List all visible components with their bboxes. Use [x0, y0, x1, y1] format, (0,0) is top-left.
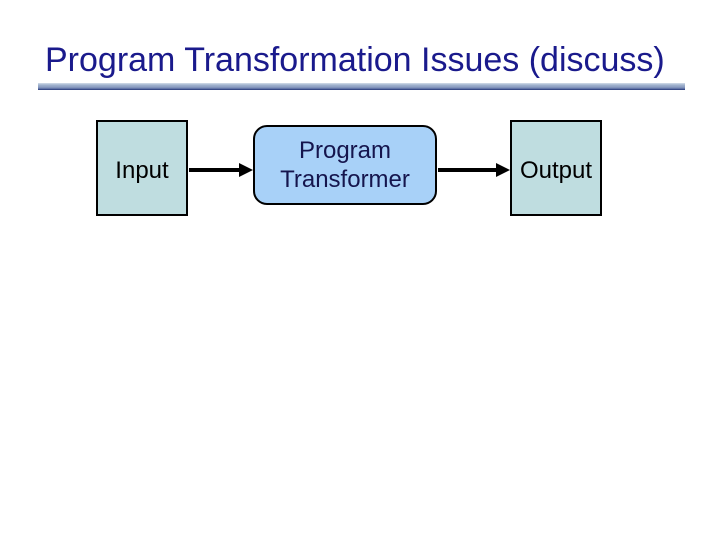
arrow-shaft: [189, 168, 241, 172]
arrow-head-icon: [239, 163, 253, 177]
arrow-input-to-transformer: [189, 163, 253, 177]
input-box: Input: [96, 120, 188, 216]
arrow-head-icon: [496, 163, 510, 177]
title-underline-rule: [38, 83, 685, 90]
output-box-label: Output: [519, 157, 593, 184]
output-box: Output: [510, 120, 602, 216]
program-transformer-box: Program Transformer: [253, 125, 437, 205]
arrow-transformer-to-output: [438, 163, 510, 177]
program-transformer-label-line2: Transformer: [280, 166, 410, 193]
arrow-shaft: [438, 168, 498, 172]
program-transformer-label-line1: Program: [298, 137, 392, 164]
input-box-label: Input: [115, 157, 169, 184]
slide-title: Program Transformation Issues (discuss): [45, 41, 665, 79]
